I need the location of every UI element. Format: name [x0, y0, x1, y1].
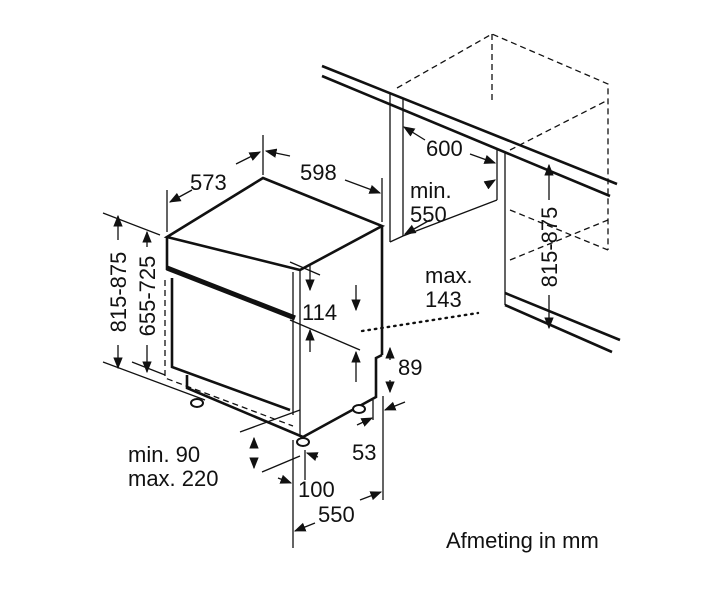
- label-niche-width: 600: [426, 136, 463, 161]
- label-114: 114: [302, 300, 337, 325]
- label-panel-max-value: 143: [425, 287, 462, 312]
- label-niche-height-range: 815-875: [537, 207, 562, 288]
- label-panel-max: max.: [425, 263, 473, 288]
- foot-icon: [190, 398, 204, 408]
- label-100: 100: [298, 477, 335, 502]
- kitchen-cabinet: [321, 33, 621, 354]
- dimension-lines: [102, 126, 554, 548]
- label-depth: 573: [190, 170, 227, 195]
- label-height-range: 815-875: [106, 252, 131, 333]
- label-89: 89: [398, 355, 422, 380]
- label-plinth-min: min. 90: [128, 442, 200, 467]
- label-height-range-low: 655-725: [135, 256, 160, 337]
- foot-icon: [296, 437, 310, 447]
- label-plinth-max: max. 220: [128, 466, 219, 491]
- foot-icon: [352, 404, 366, 414]
- label-niche-depth-min: min.: [410, 178, 452, 203]
- dishwasher-body: [163, 176, 386, 447]
- label-width: 598: [300, 160, 337, 185]
- label-53: 53: [352, 440, 376, 465]
- unit-note: Afmeting in mm: [446, 528, 599, 553]
- label-550: 550: [318, 502, 355, 527]
- label-niche-depth-value: 550: [410, 202, 447, 227]
